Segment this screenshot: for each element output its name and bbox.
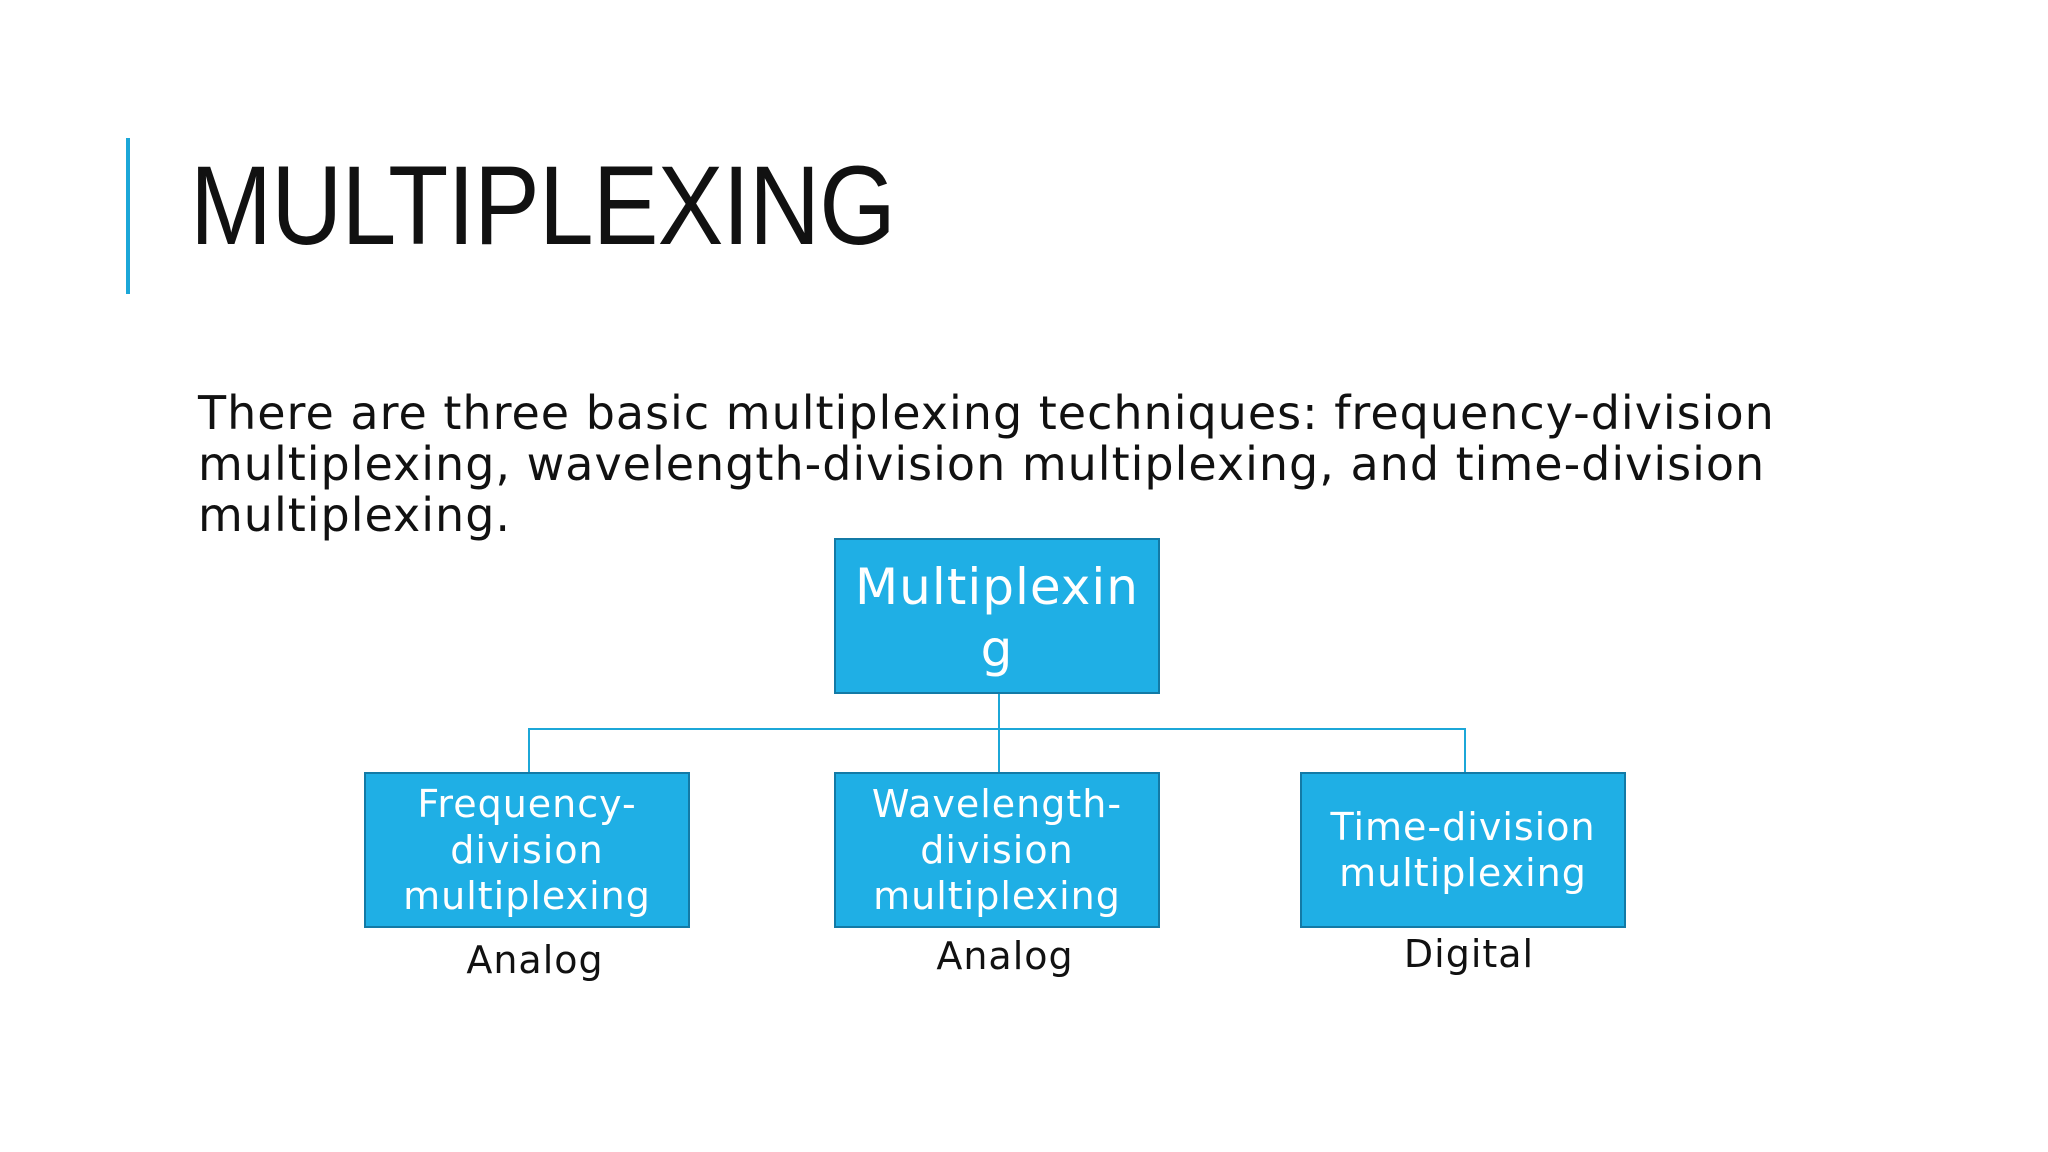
node-wavelength-division-multiplexing: Wavelength-division multiplexing: [834, 772, 1160, 928]
root-node-label: Multiplexing: [855, 558, 1139, 678]
node-time-division-multiplexing: Time-division multiplexing: [1300, 772, 1626, 928]
slide-title: MULTIPLEXING: [190, 143, 896, 268]
connector-fdm-vertical: [528, 728, 530, 772]
connector-tdm-vertical: [1464, 728, 1466, 772]
root-node-multiplexing: Multiplexing: [834, 538, 1160, 694]
type-label-wdm: Analog: [936, 934, 1074, 978]
node-tdm-label: Time-division multiplexing: [1330, 805, 1596, 895]
connector-horizontal: [528, 728, 1464, 730]
node-wdm-label: Wavelength-division multiplexing: [871, 782, 1123, 918]
root-connector-vertical: [998, 694, 1000, 730]
node-fdm-label: Frequency-division multiplexing: [403, 782, 651, 918]
type-label-fdm: Analog: [466, 938, 604, 982]
type-label-tdm: Digital: [1403, 932, 1535, 976]
title-accent-bar: [126, 138, 130, 294]
node-frequency-division-multiplexing: Frequency-division multiplexing: [364, 772, 690, 928]
connector-wdm-vertical: [998, 728, 1000, 772]
slide-body-text: There are three basic multiplexing techn…: [198, 386, 1775, 542]
